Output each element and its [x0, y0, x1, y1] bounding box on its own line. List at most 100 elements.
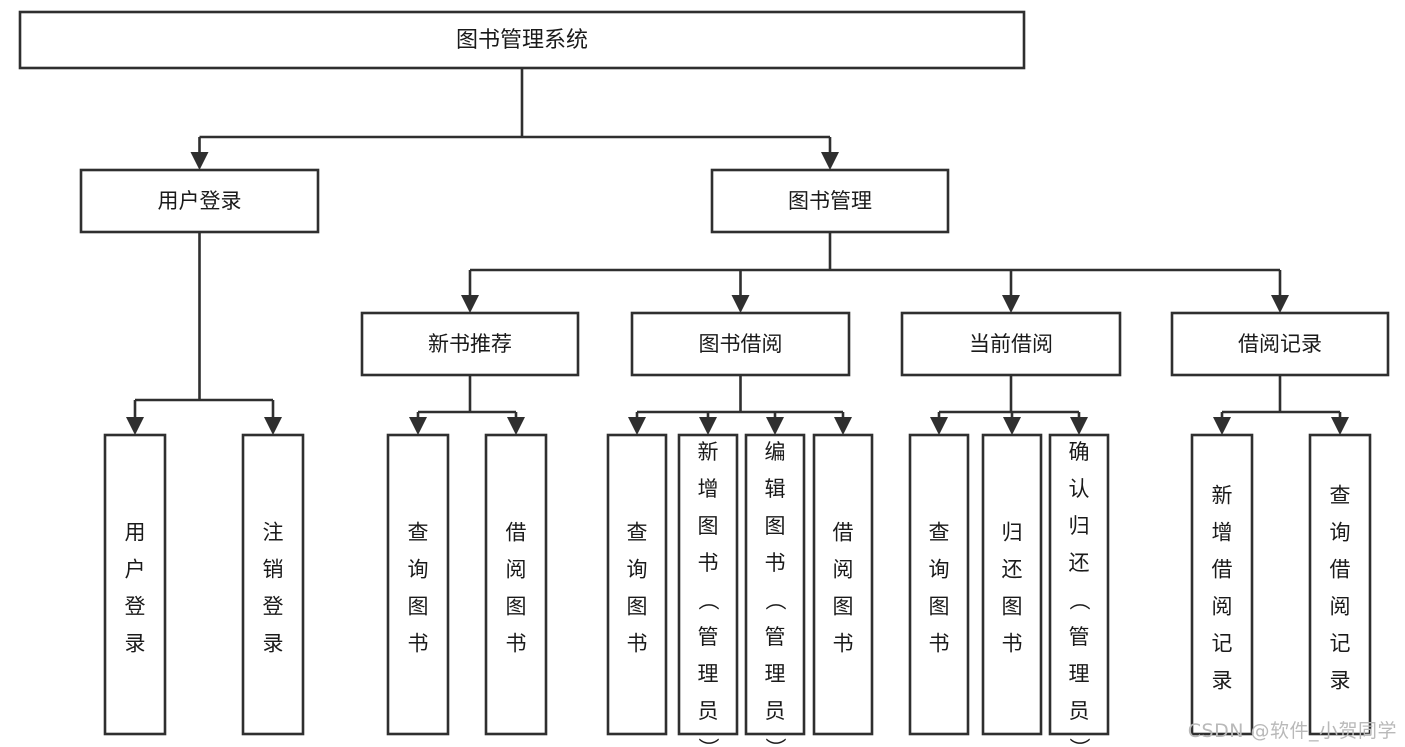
node-label-char: 员	[765, 699, 786, 723]
level3-node-0[interactable]: 新书推荐	[360, 311, 580, 377]
node-label-char: 归	[1069, 514, 1090, 538]
node-label-char: 新	[698, 440, 719, 464]
node-label-char: 还	[1069, 551, 1090, 575]
arrow-head-icon	[507, 417, 525, 435]
node-label-char: 图	[698, 514, 719, 538]
node-label-char: 查	[408, 520, 429, 544]
level2-node-0[interactable]: 用户登录	[79, 168, 320, 234]
arrow-head-icon	[190, 152, 209, 170]
node-label-char: 借	[1330, 557, 1351, 581]
node-label-char: 认	[1069, 477, 1090, 501]
node-label: 借阅记录	[1238, 332, 1322, 356]
node-label-char: 询	[408, 557, 429, 581]
node-label-char: 图	[1002, 594, 1023, 618]
arrow-head-icon	[1331, 417, 1349, 435]
node-label-char: 阅	[506, 557, 527, 581]
node-label-char: 增	[1212, 520, 1233, 544]
node-label-char: 阅	[1330, 594, 1351, 618]
node-label-char: （	[1067, 590, 1091, 611]
arrow-head-icon	[834, 417, 852, 435]
node-label-char: 阅	[833, 557, 854, 581]
node-label-char: 管	[698, 625, 719, 649]
arrow-head-icon	[409, 417, 427, 435]
node-label-char: 归	[1002, 520, 1023, 544]
arrow-head-icon	[821, 152, 839, 170]
node-label: 当前借阅	[969, 332, 1053, 356]
node-label-char: 图	[408, 594, 429, 618]
node-label-char: 查	[1330, 483, 1351, 507]
node-label: 图书管理	[788, 189, 872, 213]
node-label: 图书借阅	[699, 332, 783, 356]
arrow-head-icon	[1002, 295, 1020, 313]
node-label-char: 借	[833, 520, 854, 544]
node-label-char: （	[763, 590, 787, 611]
node-label-char: 录	[263, 631, 284, 655]
level2-node-1[interactable]: 图书管理	[710, 168, 950, 234]
node-label-char: 注	[263, 520, 284, 544]
node-label-char: 确	[1069, 440, 1090, 464]
level3-node-3[interactable]: 借阅记录	[1170, 311, 1390, 377]
arrow-head-icon	[628, 417, 646, 435]
node-label-char: 还	[1002, 557, 1023, 581]
node-label-char: （	[696, 590, 720, 611]
arrow-head-icon	[699, 417, 717, 435]
node-label-char: 员	[698, 699, 719, 723]
node-label-char: 辑	[765, 477, 786, 501]
node-label-char: ）	[1067, 738, 1091, 747]
arrow-head-icon	[1070, 417, 1088, 435]
node-label-char: 销	[263, 557, 284, 581]
csdn-watermark: CSDN @软件_小贺同学	[1187, 720, 1397, 742]
arrow-head-icon	[461, 295, 479, 313]
node-layer: 图书管理系统用户登录图书管理新书推荐图书借阅当前借阅借阅记录用户登录注销登录查询…	[18, 10, 1390, 747]
node-label-char: 录	[1330, 668, 1351, 692]
node-label-char: 书	[833, 631, 854, 655]
node-label-char: 录	[125, 631, 146, 655]
arrow-head-icon	[930, 417, 948, 435]
node-label-char: 书	[408, 631, 429, 655]
arrow-head-icon	[1003, 417, 1021, 435]
connector-layer	[126, 68, 1349, 435]
node-label-char: 书	[627, 631, 648, 655]
node-label-char: 理	[765, 662, 786, 686]
node-label-char: 询	[929, 557, 950, 581]
node-label-char: 管	[1069, 625, 1090, 649]
node-label-char: 员	[1069, 699, 1090, 723]
node-label-char: 录	[1212, 668, 1233, 692]
node-label-char: 登	[125, 594, 146, 618]
leaf-node-0[interactable]: 用户登录	[103, 433, 167, 736]
node-label-char: 书	[1002, 631, 1023, 655]
node-label-char: 户	[125, 557, 146, 581]
node-label-char: 理	[1069, 662, 1090, 686]
node-label-char: 图	[627, 594, 648, 618]
node-label-char: 用	[125, 520, 146, 544]
node-label-char: 图	[833, 594, 854, 618]
node-label-char: 书	[698, 551, 719, 575]
node-label-char: 理	[698, 662, 719, 686]
node-label-char: 询	[1330, 520, 1351, 544]
node-label-char: 编	[765, 440, 786, 464]
node-label-char: 查	[627, 520, 648, 544]
level3-node-1[interactable]: 图书借阅	[630, 311, 851, 377]
root-node-book-management-system[interactable]: 图书管理系统	[18, 10, 1026, 70]
arrow-head-icon	[1213, 417, 1231, 435]
node-label-char: 记	[1330, 631, 1351, 655]
level3-node-2[interactable]: 当前借阅	[900, 311, 1122, 377]
node-label-char: 增	[698, 477, 719, 501]
node-label-char: 查	[929, 520, 950, 544]
arrow-head-icon	[126, 417, 144, 435]
node-label-char: 图	[765, 514, 786, 538]
